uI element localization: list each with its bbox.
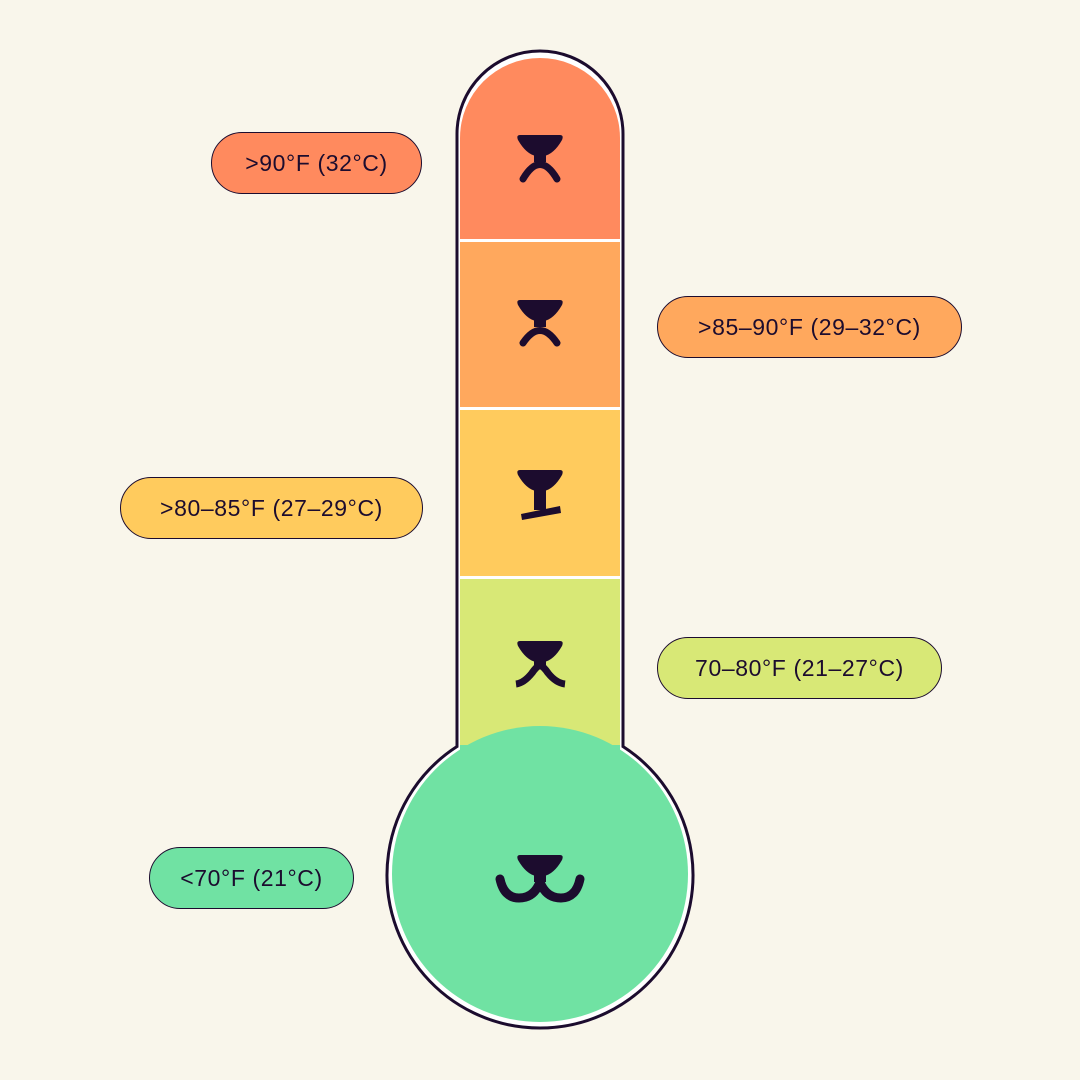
warm-dog-face-icon: [517, 470, 563, 520]
mild-dog-face-icon: [515, 641, 566, 688]
bulb-neck: [460, 745, 620, 785]
label-warm: >80–85°F (27–29°C): [120, 477, 423, 539]
label-mild: 70–80°F (21–27°C): [657, 637, 942, 699]
label-hot: >85–90°F (29–32°C): [657, 296, 962, 358]
very-hot-dog-face-icon: [517, 135, 563, 183]
happy-dog-face-icon: [495, 855, 585, 903]
label-very-hot: >90°F (32°C): [211, 132, 422, 194]
hot-dog-face-icon: [517, 300, 563, 347]
label-cool: <70°F (21°C): [149, 847, 354, 909]
